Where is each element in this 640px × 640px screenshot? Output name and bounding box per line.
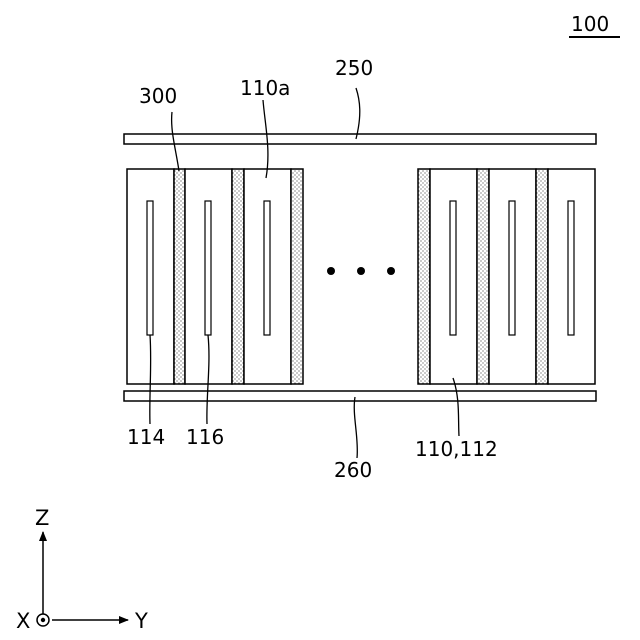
figure-number: 100 [571,12,609,36]
cell-slot [509,201,515,335]
label-116: 116 [186,425,224,449]
coordinate-axes: Z X Y [16,506,148,633]
axis-label-x: X [16,609,30,633]
separator-layer [291,169,303,384]
separator-layer [536,169,548,384]
separator-layer [418,169,430,384]
label-114: 114 [127,425,165,449]
cell-slot [264,201,270,335]
label-300: 300 [139,84,177,108]
cell-slot [568,201,574,335]
separator-layer [477,169,489,384]
right-cell-group [418,169,595,384]
label-110a: 110a [240,76,290,100]
label-250: 250 [335,56,373,80]
separator-layer [232,169,244,384]
ellipsis-dot [327,267,335,275]
cell-slot [205,201,211,335]
axis-label-z: Z [35,506,49,530]
label-110-112: 110,112 [415,437,498,461]
cell-slot [147,201,153,335]
bottom-plate [124,391,596,401]
top-plate [124,134,596,144]
ellipsis-dot [387,267,395,275]
left-cell-group [127,169,303,384]
leader-line-114 [150,335,151,424]
ellipsis-dot [357,267,365,275]
x-axis-dot [41,618,45,622]
cell-slot [450,201,456,335]
leader-line-260 [354,397,357,458]
axis-label-y: Y [134,609,148,633]
leader-line-250 [356,88,360,139]
label-260: 260 [334,458,372,482]
separator-layer [174,169,185,384]
leader-line-110-112 [453,378,459,436]
ellipsis-dots [327,267,395,275]
